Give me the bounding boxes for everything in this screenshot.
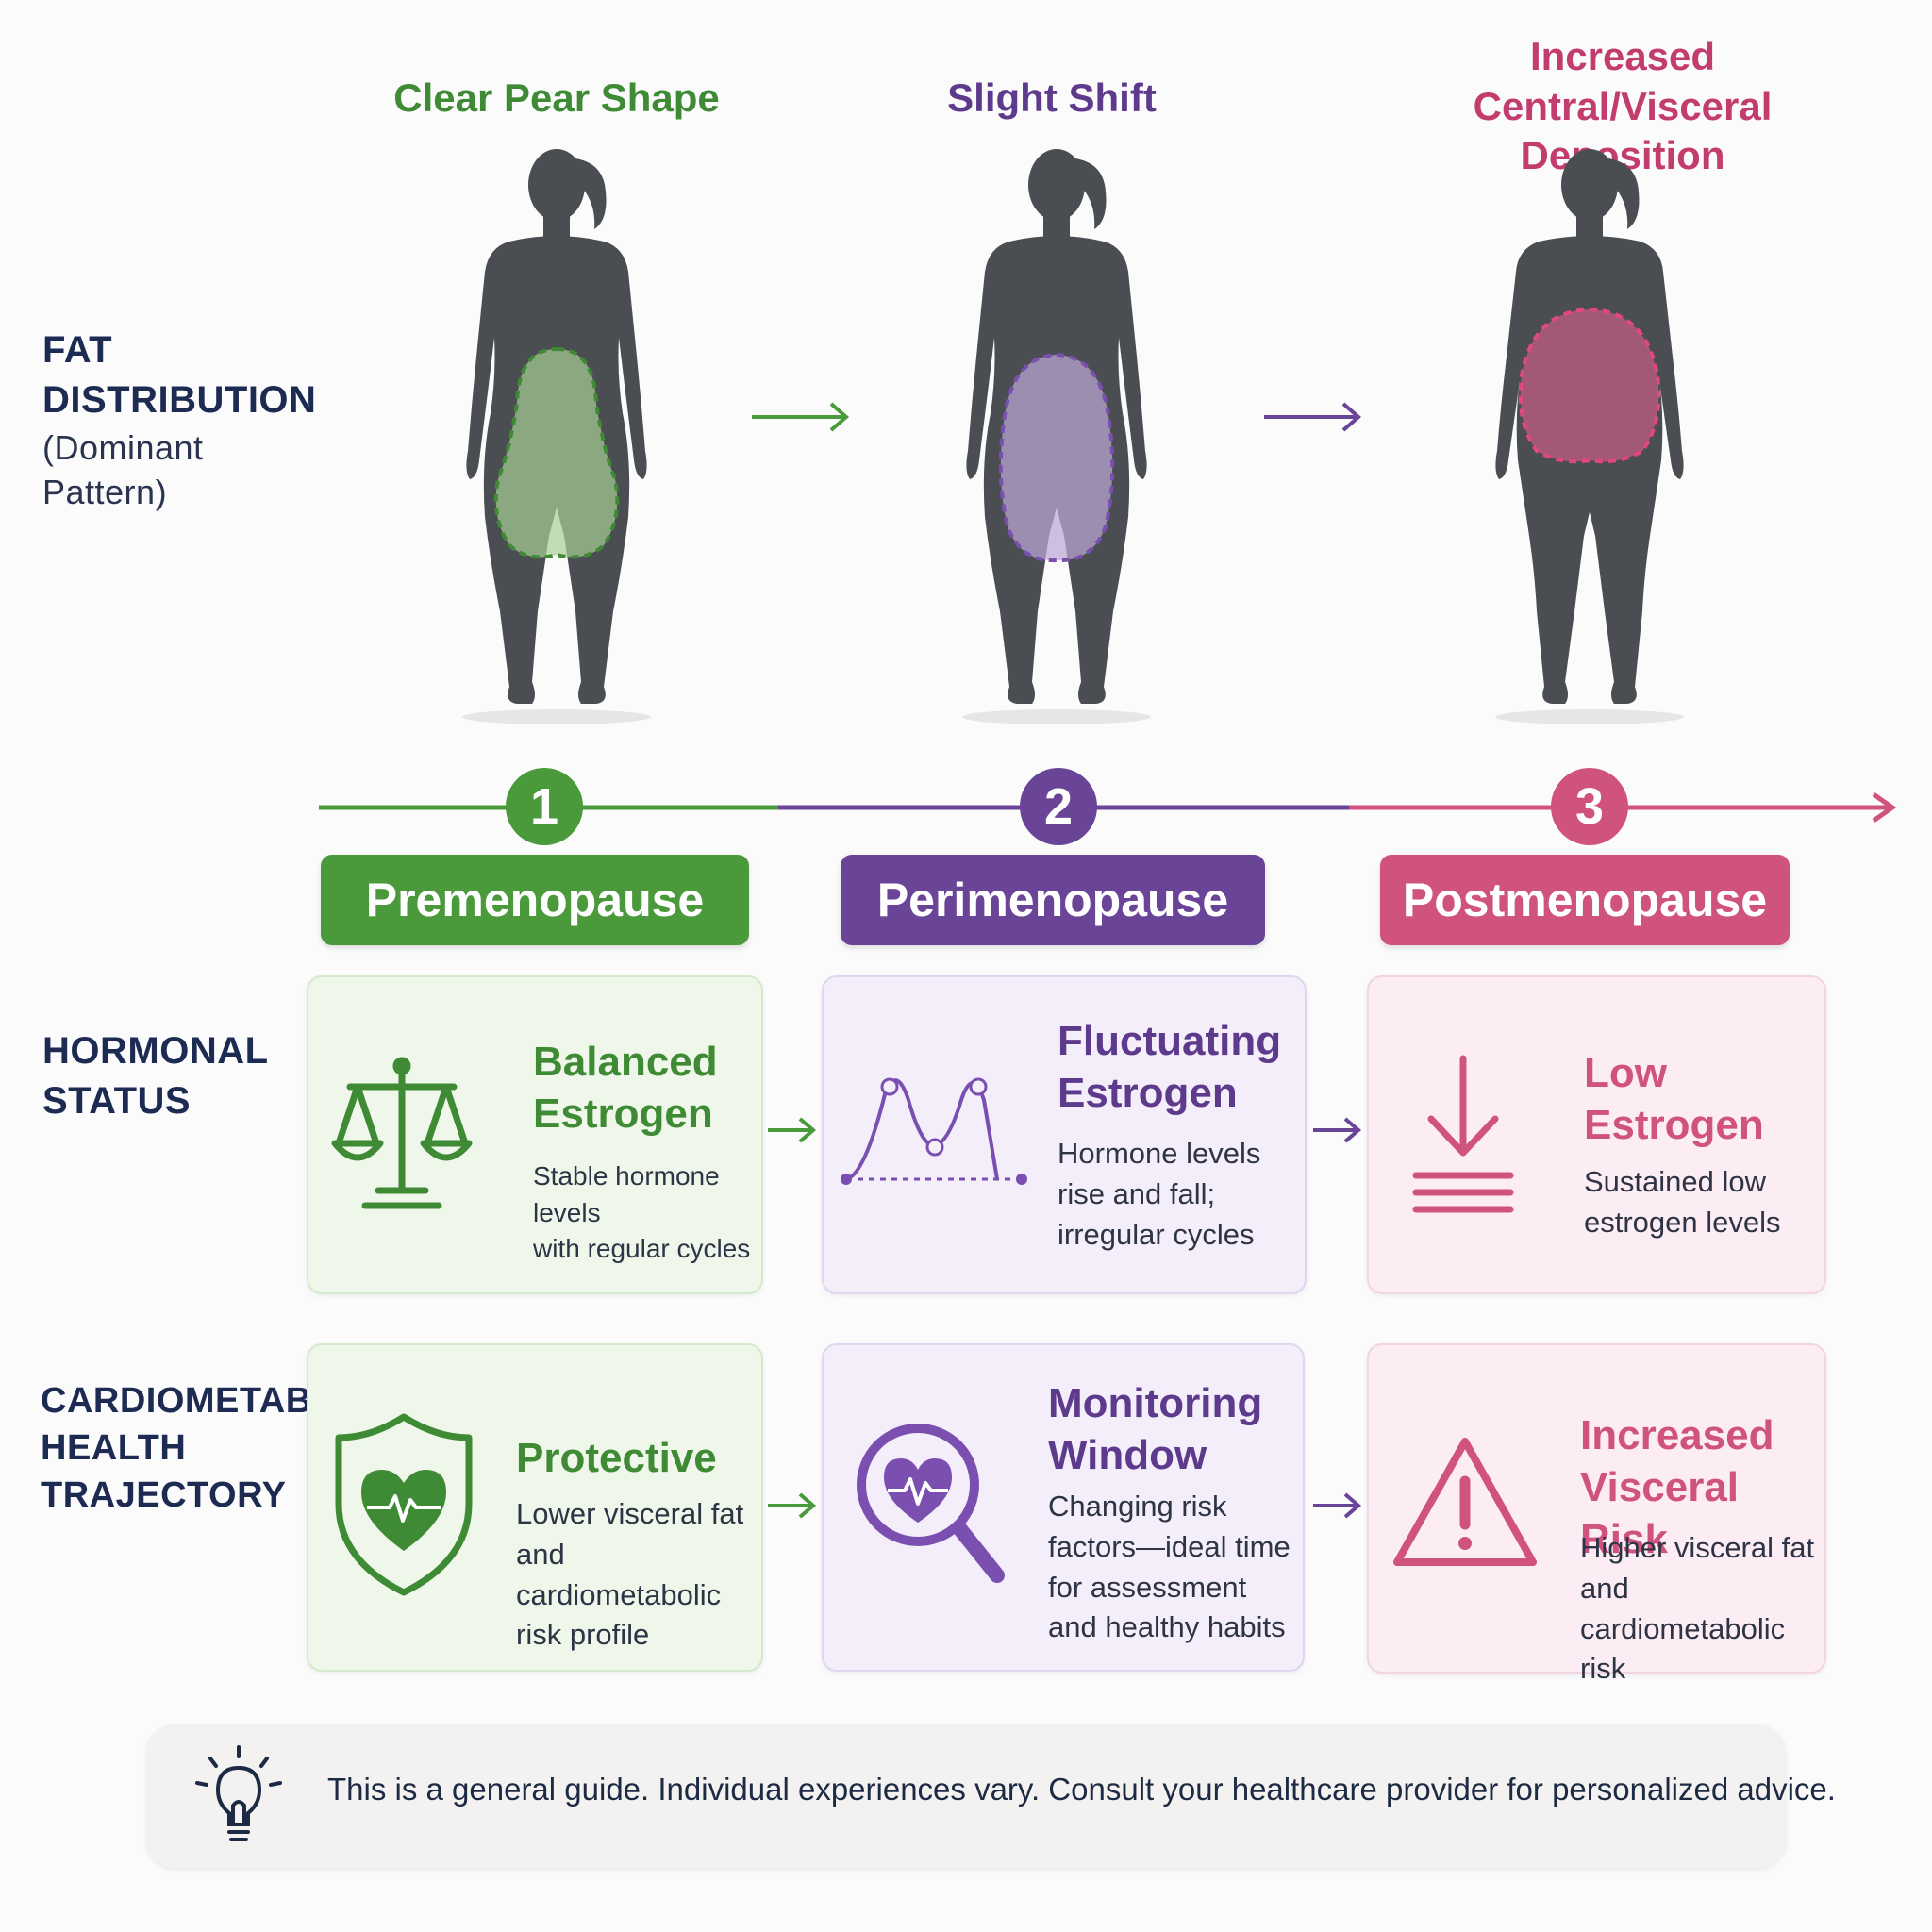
card-desc-line: Changing risk — [1048, 1490, 1227, 1523]
row-arrow-cardio-2 — [1313, 1492, 1362, 1519]
hormone-card-title: Fluctuating Estrogen — [1058, 1015, 1281, 1119]
card-desc-line: risk profile — [516, 1618, 650, 1652]
card-title-line: Window — [1048, 1432, 1208, 1478]
cardio-card-premenopause: Protective Lower visceral fat and cardio… — [307, 1343, 763, 1672]
card-desc-line: with regular cycles — [533, 1234, 751, 1264]
row-label-line: STATUS — [42, 1079, 192, 1122]
card-title-line: Balanced — [533, 1039, 718, 1085]
card-title-line: Estrogen — [1058, 1070, 1238, 1116]
cardio-card-description: Lower visceral fat and cardiometabolic r… — [516, 1494, 761, 1656]
fat-zone-midsection — [998, 352, 1115, 563]
card-desc-line: Higher visceral fat — [1580, 1531, 1815, 1564]
lightbulb-icon — [195, 1745, 282, 1841]
cardio-card-title: Increased Visceral Risk — [1580, 1409, 1824, 1565]
warning-icon — [1393, 1438, 1537, 1566]
timeline-line — [319, 791, 1897, 824]
card-title-line: Visceral Risk — [1580, 1464, 1740, 1562]
stage-title-line: Central/Visceral Deposition — [1473, 83, 1773, 178]
hormone-card-description: Stable hormone levels with regular cycle… — [533, 1158, 761, 1268]
card-desc-line: irregular cycles — [1058, 1217, 1255, 1251]
card-title-line: Estrogen — [533, 1091, 713, 1137]
row-label-line: DISTRIBUTION — [42, 378, 317, 421]
fat-zone-abdomen — [1518, 307, 1661, 464]
phase-badge-premenopause: Premenopause — [321, 855, 749, 945]
stage-title-postmenopause: Increased Central/Visceral Deposition — [1387, 32, 1858, 181]
card-desc-line: Sustained low — [1584, 1165, 1767, 1198]
row-label-line: TRAJECTORY — [41, 1475, 287, 1516]
row-arrow-hormone-1 — [768, 1117, 817, 1143]
magnifier-heart-icon — [857, 1424, 1005, 1583]
row-label-line: FAT — [42, 329, 113, 371]
cardio-card-description: Changing risk factors—ideal time for ass… — [1048, 1487, 1291, 1648]
card-title-line: Fluctuating — [1058, 1018, 1282, 1064]
row-label-line: HEALTH — [41, 1428, 187, 1469]
phase-number-3: 3 — [1551, 768, 1628, 845]
hormone-card-title: Balanced Estrogen — [533, 1036, 718, 1140]
cardio-card-description: Higher visceral fat and cardiometabolic … — [1580, 1528, 1824, 1690]
silhouette-premenopause — [443, 140, 670, 724]
disclaimer-text: This is a general guide. Individual expe… — [327, 1772, 1836, 1807]
phase-number-1: 1 — [506, 768, 583, 845]
balance-scale-icon — [331, 1057, 473, 1209]
card-title-line: Low — [1584, 1050, 1667, 1096]
row-label-subtext: (Dominant — [42, 427, 204, 467]
silhouette-postmenopause — [1476, 140, 1703, 724]
row-label-subtext: Pattern) — [42, 473, 168, 512]
down-arrow-icon — [1412, 1055, 1514, 1213]
fat-distribution-row-label: FAT DISTRIBUTION (Dominant Pattern) — [42, 325, 316, 515]
card-desc-line: Lower visceral fat — [516, 1497, 744, 1530]
card-desc-line: estrogen levels — [1584, 1205, 1781, 1239]
card-title-line: Estrogen — [1584, 1102, 1764, 1148]
stage-title-line: Increased — [1529, 34, 1716, 78]
disclaimer-note: This is a general guide. Individual expe… — [146, 1724, 1836, 1868]
cardio-card-perimenopause: Monitoring Window Changing risk factors—… — [822, 1343, 1305, 1672]
row-arrow-cardio-1 — [768, 1492, 817, 1519]
card-desc-line: for assessment — [1048, 1570, 1247, 1604]
card-desc-line: and cardiometabolic — [1580, 1571, 1786, 1645]
card-title-line: Monitoring — [1048, 1380, 1263, 1426]
card-desc-line: Stable hormone levels — [533, 1161, 720, 1227]
cardio-card-postmenopause: Increased Visceral Risk Higher visceral … — [1367, 1343, 1826, 1685]
wave-chart-icon — [841, 1077, 1027, 1185]
card-desc-line: and cardiometabolic — [516, 1537, 722, 1611]
hormone-card-description: Hormone levels rise and fall; irregular … — [1058, 1134, 1260, 1255]
phase-badge-postmenopause: Postmenopause — [1380, 855, 1790, 945]
stage-arrow-1-to-2 — [752, 402, 850, 432]
stage-arrow-2-to-3 — [1264, 402, 1362, 432]
card-desc-line: and healthy habits — [1048, 1610, 1286, 1644]
card-desc-line: rise and fall; — [1058, 1176, 1216, 1210]
phase-badge-perimenopause: Perimenopause — [841, 855, 1265, 945]
card-desc-line: Hormone levels — [1058, 1137, 1261, 1170]
row-arrow-hormone-2 — [1313, 1117, 1362, 1143]
cardio-card-title: Protective — [516, 1435, 717, 1481]
cardio-card-title: Monitoring Window — [1048, 1377, 1262, 1481]
card-desc-line: factors—ideal time — [1048, 1529, 1291, 1563]
stage-title-premenopause: Clear Pear Shape — [393, 75, 720, 120]
stage-title-perimenopause: Slight Shift — [947, 75, 1157, 120]
hormone-card-perimenopause: Fluctuating Estrogen Hormone levels rise… — [822, 975, 1307, 1294]
row-label-line: HORMONAL — [42, 1030, 269, 1072]
fat-zone-hips — [493, 346, 620, 559]
hormone-card-title: Low Estrogen — [1584, 1047, 1764, 1151]
hormone-card-postmenopause: Low Estrogen Sustained low estrogen leve… — [1367, 975, 1826, 1294]
hormonal-status-row-label: HORMONAL STATUS — [42, 1026, 269, 1126]
shield-heart-icon — [335, 1413, 473, 1596]
silhouette-perimenopause — [943, 140, 1170, 724]
hormone-card-premenopause: Balanced Estrogen Stable hormone levels … — [307, 975, 763, 1294]
card-desc-line: risk — [1580, 1652, 1626, 1686]
hormone-card-description: Sustained low estrogen levels — [1584, 1162, 1781, 1243]
card-title-line: Increased — [1580, 1412, 1774, 1458]
phase-number-2: 2 — [1020, 768, 1097, 845]
